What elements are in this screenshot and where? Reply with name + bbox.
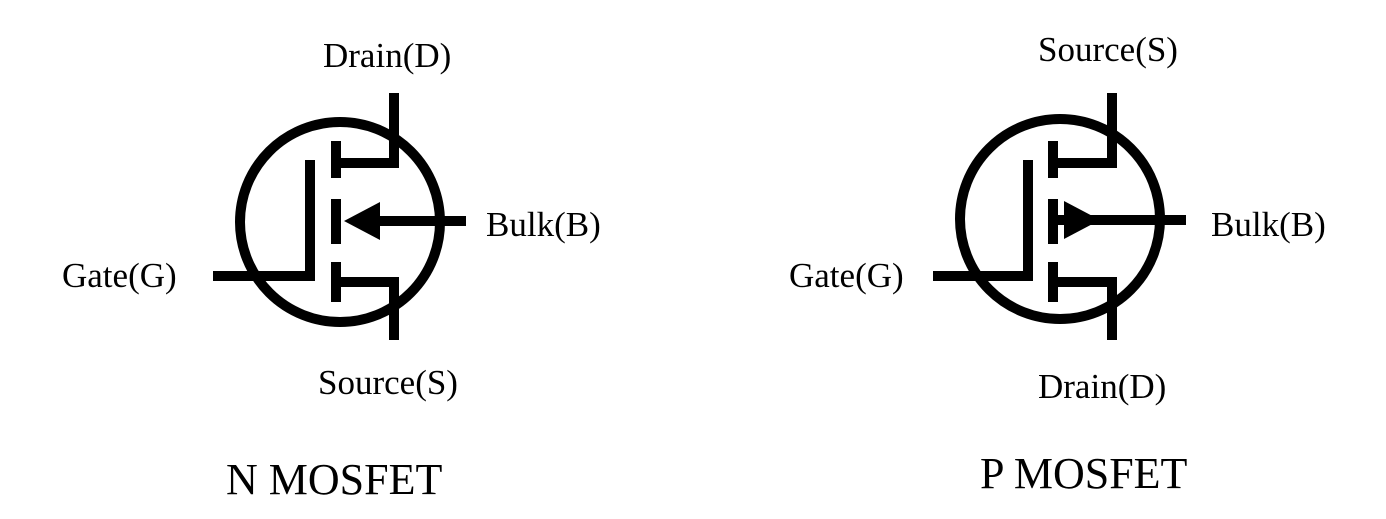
nmos-bulk-arrow: [344, 202, 380, 240]
pmos-source-label: Source(S): [1038, 30, 1178, 69]
nmos-source-label: Source(S): [318, 363, 458, 402]
pmos-drain-lead: [1053, 277, 1117, 340]
nmos-gate-label: Gate(G): [62, 256, 177, 295]
pmos-symbol: [933, 93, 1186, 340]
nmos-drain-label: Drain(D): [323, 36, 452, 75]
pmos-drain-label: Drain(D): [1038, 367, 1167, 406]
nmos-title: N MOSFET: [226, 455, 443, 504]
nmos-drain-lead: [336, 93, 399, 168]
pmos-bulk-arrow: [1064, 201, 1100, 239]
pmos-bulk-label: Bulk(B): [1211, 205, 1326, 244]
pmos-gate-label: Gate(G): [789, 256, 904, 295]
pmos-gate-lead: [933, 160, 1033, 281]
pmos-source-lead: [1053, 93, 1117, 168]
nmos-symbol: [213, 93, 466, 340]
pmos-title: P MOSFET: [980, 449, 1188, 498]
nmos-bulk-label: Bulk(B): [486, 205, 601, 244]
nmos-source-lead: [336, 277, 399, 340]
nmos-gate-lead: [213, 160, 315, 281]
